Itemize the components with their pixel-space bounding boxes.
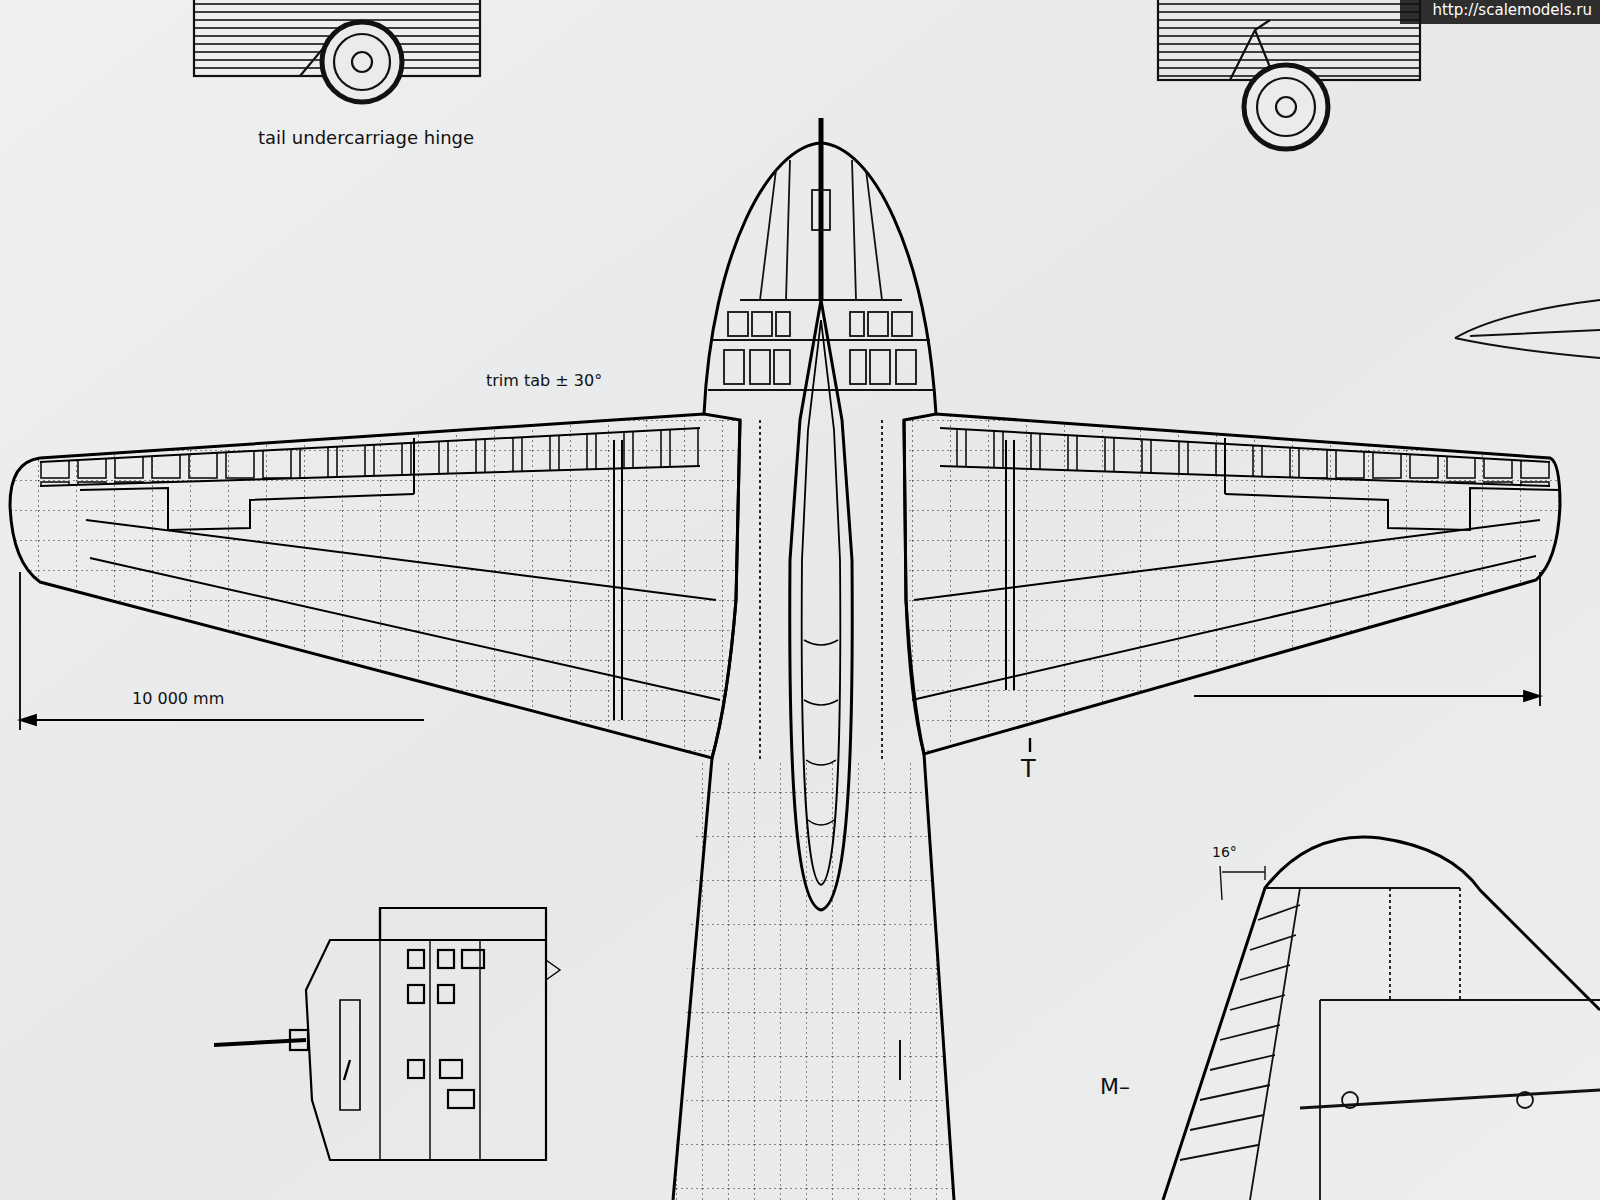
angle-label: 16°	[1212, 844, 1237, 860]
watermark: http://scalemodels.ru	[1424, 0, 1600, 21]
section-mark: T	[1021, 756, 1036, 784]
trim-tab-note: trim tab ± 30°	[486, 372, 602, 390]
figure-caption: tail undercarriage hinge	[258, 128, 474, 149]
dimension-label: 10 000 mm	[132, 690, 224, 708]
section-mark: M–	[1100, 1074, 1130, 1099]
